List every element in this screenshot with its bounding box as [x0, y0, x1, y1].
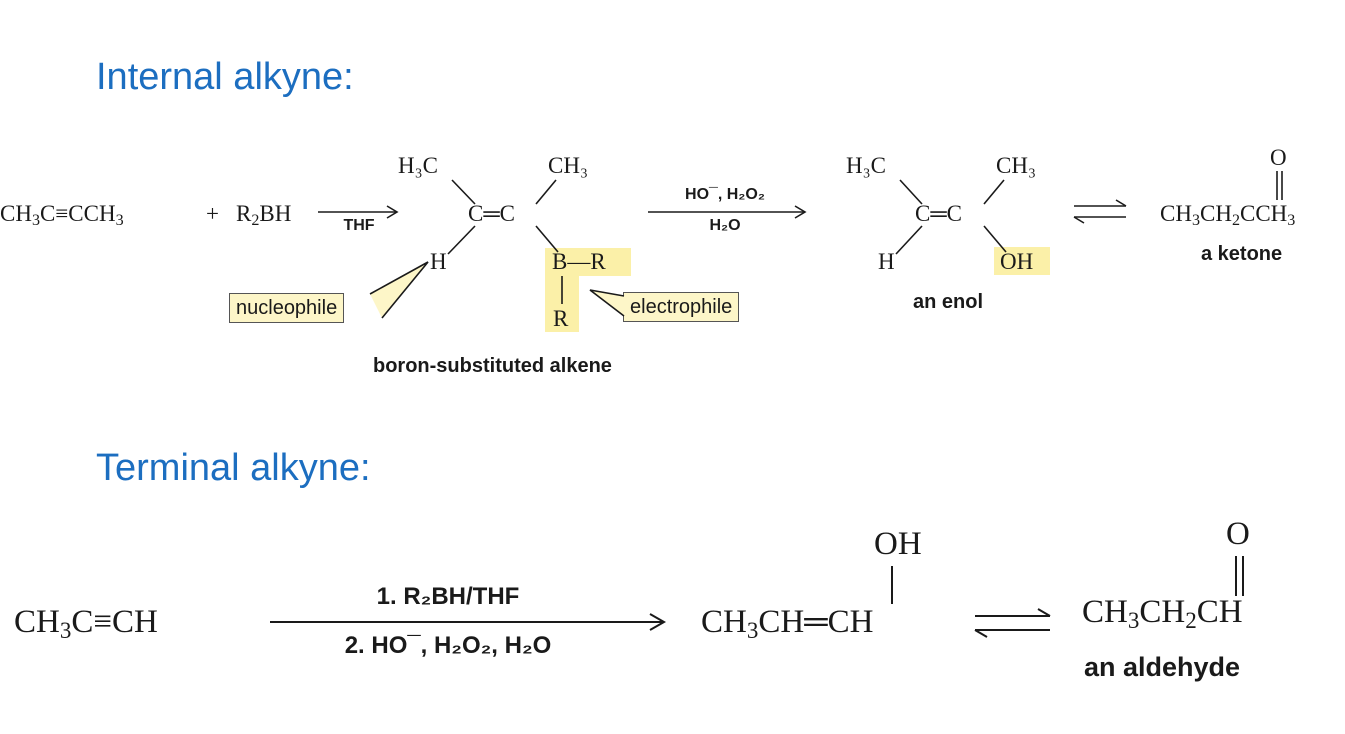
boron-lower-r: R — [553, 306, 569, 331]
enol-bond-h — [895, 225, 923, 255]
ch3-right-group: CH₃ — [548, 153, 588, 178]
boron-r-group: B—R — [552, 249, 606, 274]
nucleophile-pointer — [369, 261, 429, 319]
enol-h3c-group: H₃C — [846, 153, 886, 178]
terminal-enol-oh: OH — [874, 526, 922, 562]
oh-highlight — [994, 247, 1050, 275]
aldehyde-formula: CH3CH2CH — [1082, 594, 1243, 633]
bond-h — [447, 225, 476, 255]
electrophile-callout: electrophile — [623, 292, 740, 322]
terminal-alkyne-heading: Terminal alkyne: — [96, 447, 371, 489]
boron-highlight-bar — [545, 248, 631, 276]
enol-hydrogen: H — [878, 249, 895, 274]
internal-alkyne-heading: Internal alkyne: — [96, 56, 354, 98]
aldehyde-oxygen: O — [1226, 516, 1250, 552]
hydrogen-atom: H — [430, 249, 447, 274]
h3c-left-group: H₃C — [398, 153, 438, 178]
bond-ch3 — [535, 179, 557, 205]
plus-sign: + — [206, 201, 219, 226]
internal-alkyne-formula: CH3C≡CCH3 — [0, 201, 124, 230]
boron-substituted-alkene-label: boron-substituted alkene — [373, 355, 612, 377]
oxidation-reagent-bottom: H₂O — [709, 217, 741, 234]
ketone-label: a ketone — [1201, 243, 1283, 265]
aldehyde-label: an aldehyde — [1084, 652, 1241, 682]
terminal-enol-formula: CH3CH═CH — [701, 604, 874, 643]
bond-b — [535, 225, 559, 253]
hydroboration-reagent-bottom: 2. HO¯, H₂O₂, H₂O — [344, 632, 552, 659]
alkene-cc: C═C — [468, 201, 515, 226]
bond-h3c — [451, 179, 476, 205]
enol-label: an enol — [913, 291, 984, 313]
thf-label: THF — [343, 217, 375, 234]
enol-bond-h3c — [899, 179, 923, 205]
enol-cc: C═C — [915, 201, 962, 226]
nucleophile-callout: nucleophile — [229, 293, 345, 323]
hydroboration-reagent-top: 1. R₂BH/THF — [376, 583, 520, 610]
ketone-formula: CH3CH2CCH3 — [1160, 201, 1296, 230]
enol-ch3-group: CH₃ — [996, 153, 1036, 178]
electrophile-pointer — [589, 289, 625, 317]
ketone-oxygen: O — [1270, 145, 1287, 170]
enol-bond-oh — [983, 225, 1007, 253]
r2bh-formula: R2BH — [236, 201, 292, 230]
enol-bond-ch3 — [983, 179, 1005, 205]
enol-oh-group: OH — [1000, 249, 1034, 274]
terminal-alkyne-formula: CH3C≡CH — [14, 604, 158, 643]
oxidation-reagent-top: HO¯, H₂O₂ — [685, 186, 765, 203]
